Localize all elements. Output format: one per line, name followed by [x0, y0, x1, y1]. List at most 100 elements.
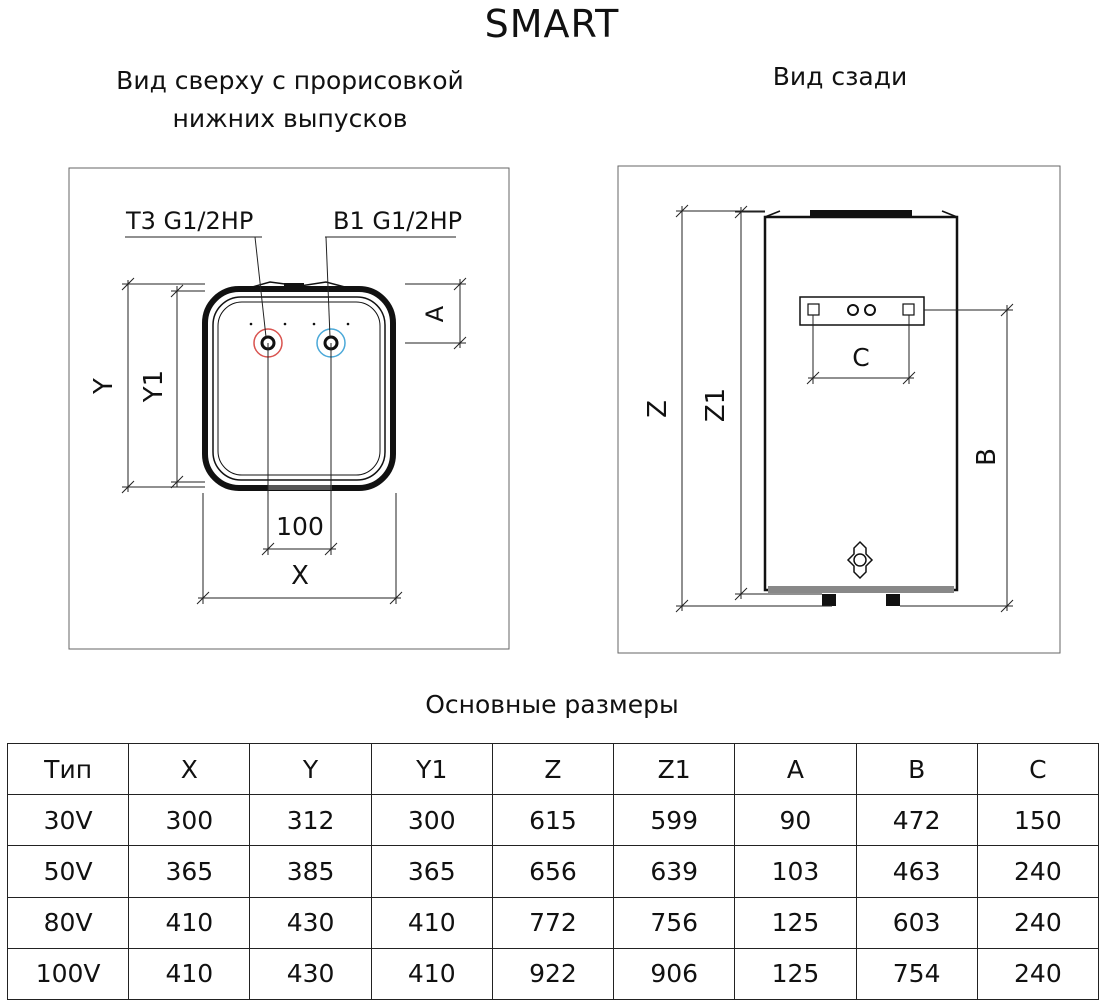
table-cell: 463	[855, 845, 978, 898]
spacing-tick-right	[324, 542, 338, 556]
c-tick-right	[902, 371, 916, 385]
table-cell: 300	[128, 794, 251, 847]
table-cell: 410	[128, 947, 251, 1001]
table-cell: 240	[976, 845, 1100, 898]
heater-inner-contour-2	[217, 301, 381, 476]
heater-inner-contour	[212, 296, 386, 481]
table-cell: 100V	[6, 947, 130, 1001]
bottom-pipe-left	[822, 594, 836, 606]
table-cell: 756	[613, 896, 736, 949]
y-tick-top	[121, 277, 135, 291]
cold-outlet-leader	[325, 236, 331, 338]
table-cell: 410	[370, 947, 493, 1001]
heater-outer-body	[202, 286, 396, 491]
y1-tick-bottom	[170, 475, 184, 489]
c-label: C	[852, 343, 869, 372]
table-cell: C	[976, 742, 1100, 796]
table-cell: 472	[855, 794, 978, 847]
top-view-drawing: Т3 G1/2НР В1 G1/2НР Y Y1 A 100	[68, 167, 510, 650]
table-cell: 430	[249, 947, 372, 1001]
x-tick-right	[389, 591, 403, 605]
bottom-plate	[268, 485, 332, 490]
table-cell: Z1	[613, 742, 736, 796]
table-cell: 385	[249, 845, 372, 898]
a-label: A	[421, 305, 449, 322]
tank-top-chamfer-right	[941, 210, 958, 218]
outlet-markers	[249, 322, 350, 326]
table-cell: 615	[491, 794, 615, 847]
table-cell: 50V	[6, 845, 130, 898]
table-cell: 150	[976, 794, 1100, 847]
top-bracket-knob	[284, 283, 304, 291]
z1-tick-top	[734, 205, 748, 219]
a-tick-top	[453, 277, 467, 291]
table-cell: 125	[734, 947, 857, 1001]
table-cell: 430	[249, 896, 372, 949]
table-cell: 410	[370, 896, 493, 949]
table-cell: 599	[613, 794, 736, 847]
table-cell: 125	[734, 896, 857, 949]
bracket-hole-left	[847, 304, 859, 316]
top-view-frame	[68, 167, 510, 650]
table-cell: 639	[613, 845, 736, 898]
x-tick-left	[196, 591, 210, 605]
table-cell: 656	[491, 845, 615, 898]
table-cell: 240	[976, 947, 1100, 1001]
hot-outlet-label: Т3 G1/2НР	[125, 207, 253, 235]
spacing-tick-left	[261, 542, 275, 556]
z1-tick-bottom	[734, 587, 748, 601]
drain-valve-icon	[846, 540, 874, 580]
b-label: B	[972, 448, 1002, 466]
table-cell: Y	[249, 742, 372, 796]
tank-top-chamfer-left	[764, 210, 781, 218]
back-view-caption: Вид сзади	[772, 62, 908, 91]
bottom-pipe-right	[886, 594, 900, 606]
y-label: Y	[89, 378, 119, 395]
table-cell: 410	[128, 896, 251, 949]
table-cell: 754	[855, 947, 978, 1001]
table-cell: 30V	[6, 794, 130, 847]
z-label: Z	[643, 400, 673, 418]
x-label: X	[291, 561, 309, 591]
back-view-drawing: C Z Z1 B	[617, 165, 1061, 654]
table-cell: Y1	[370, 742, 493, 796]
b-tick-top	[1000, 303, 1014, 317]
table-cell: 90	[734, 794, 857, 847]
table-title: Основные размеры	[425, 690, 679, 719]
table-cell: 772	[491, 896, 615, 949]
y-tick-bottom	[121, 480, 135, 494]
table-cell: 80V	[6, 896, 130, 949]
drawings: Т3 G1/2НР В1 G1/2НР Y Y1 A 100	[68, 165, 1061, 654]
z1-label: Z1	[701, 388, 731, 422]
tank-top-cap	[810, 210, 912, 218]
top-view-caption: Вид сверху с прорисовкой нижних выпусков	[70, 62, 510, 138]
b-tick-bottom	[1000, 599, 1014, 613]
table-cell: Тип	[6, 742, 130, 796]
z-tick-top	[675, 204, 689, 218]
table-cell: 365	[128, 845, 251, 898]
y1-tick-top	[170, 284, 184, 298]
spacing-label: 100	[276, 512, 324, 541]
table-cell: 365	[370, 845, 493, 898]
tank-bottom-plate	[768, 586, 954, 593]
table-cell: B	[855, 742, 978, 796]
back-view-frame	[617, 165, 1061, 654]
table-cell: 103	[734, 845, 857, 898]
y1-label: Y1	[139, 370, 169, 403]
table-cell: 312	[249, 794, 372, 847]
a-tick-bottom	[453, 336, 467, 350]
table-cell: A	[734, 742, 857, 796]
bracket-hole-right	[864, 304, 876, 316]
z-tick-bottom	[675, 599, 689, 613]
top-view-caption-line1: Вид сверху с прорисовкой	[116, 66, 464, 95]
top-view-caption-line2: нижних выпусков	[172, 104, 408, 133]
tank-body	[763, 215, 959, 592]
table-cell: 603	[855, 896, 978, 949]
page-title: SMART	[484, 2, 620, 46]
table-cell: 906	[613, 947, 736, 1001]
